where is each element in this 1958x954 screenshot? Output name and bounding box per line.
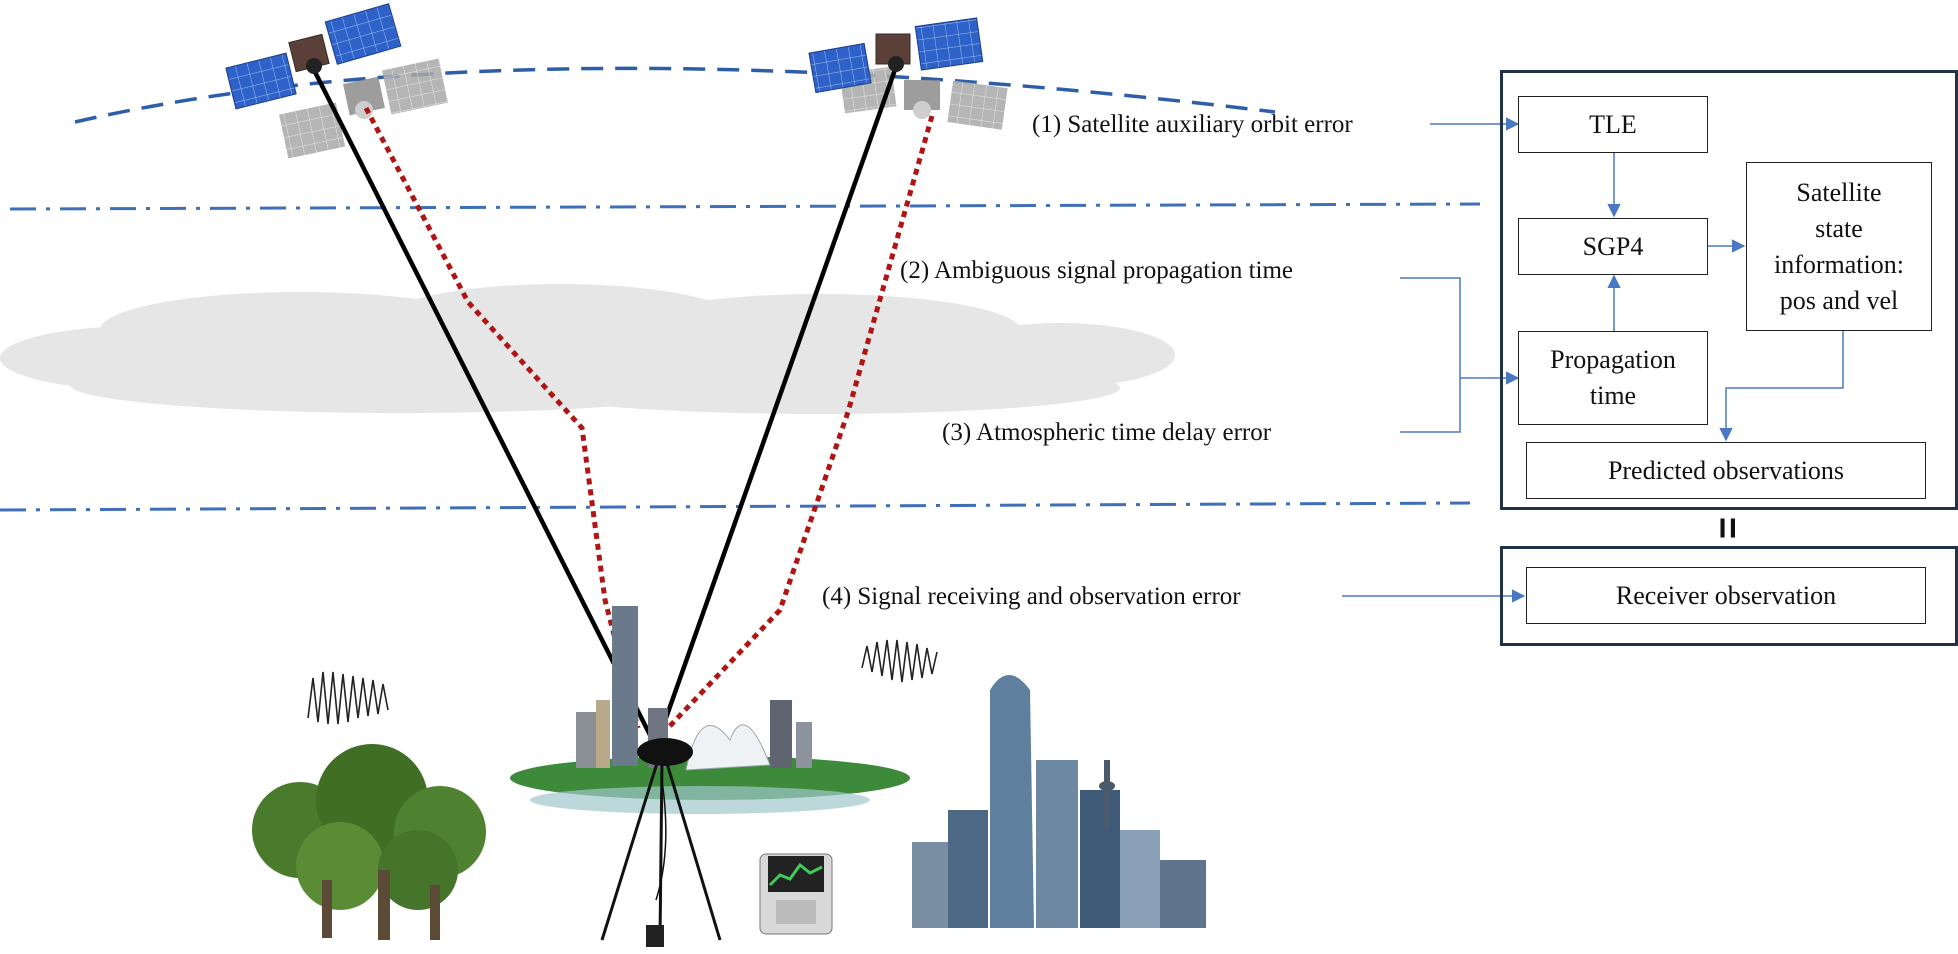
island-city-icon — [510, 606, 910, 814]
orbit-arc — [74, 66, 1276, 124]
ionosphere-boundary — [9, 202, 1481, 211]
signal-wave-icon — [307, 671, 389, 725]
direct-signal-paths — [309, 63, 900, 737]
ground-boundary — [0, 501, 1471, 512]
satellite-state-line: pos and vel — [1779, 285, 1899, 315]
satellite-icon — [808, 17, 984, 94]
label-orbit-error: (1) Satellite auxiliary orbit error — [1032, 111, 1353, 138]
sgp4-box: SGP4 — [1518, 218, 1708, 275]
flow-arrows — [1607, 153, 1844, 442]
tree-icon — [252, 744, 486, 940]
tripod-receiver-icon — [600, 759, 722, 947]
label-propagation-time: (2) Ambiguous signal propagation time — [900, 257, 1294, 284]
satellite-icon — [279, 58, 449, 159]
prediction-frame — [1500, 70, 1958, 510]
instrument-case-icon — [759, 853, 833, 935]
satellite-state-line: Satellite — [1796, 177, 1882, 207]
propagation-time-line: Propagation — [1550, 345, 1676, 374]
cloud-icon — [0, 284, 1175, 414]
propagation-time-line: time — [1589, 381, 1637, 410]
predicted-observations-box: Predicted observations — [1526, 442, 1926, 499]
satellite-state-line: information: — [1774, 249, 1904, 279]
tle-box: TLE — [1518, 96, 1708, 153]
label-connectors — [1342, 117, 1526, 603]
equals-sign: = — [1706, 516, 1748, 540]
building-icon — [912, 675, 1206, 928]
label-atmospheric-delay: (3) Atmospheric time delay error — [942, 419, 1272, 446]
signal-wave-icon — [861, 639, 938, 683]
satellite-state-line: state — [1815, 213, 1863, 243]
label-receiving-error: (4) Signal receiving and observation err… — [822, 583, 1241, 610]
propagation-time-box: Propagation time — [1518, 331, 1708, 425]
satellite-state-box: Satellite state information: pos and vel — [1746, 162, 1932, 331]
observation-frame — [1500, 546, 1958, 646]
receiver-observation-box: Receiver observation — [1526, 567, 1926, 624]
satellite-icon — [225, 3, 402, 110]
